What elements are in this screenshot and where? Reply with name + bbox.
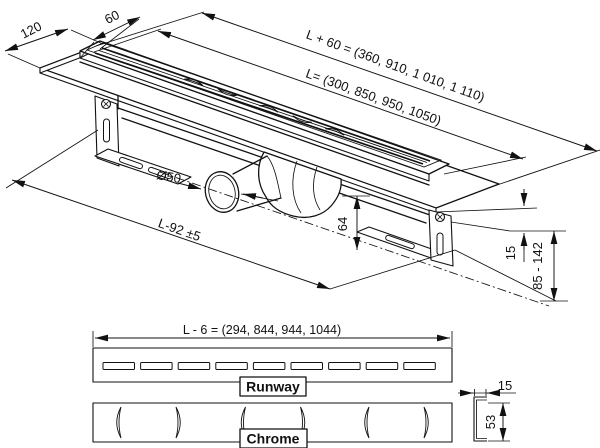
profile-section: [473, 396, 487, 442]
runway-label: Runway: [246, 379, 300, 395]
dim-trap-depth-label: 64: [335, 217, 350, 231]
dim-profile-flange-label: 15: [498, 378, 512, 393]
runway-slots: [102, 362, 436, 370]
main-isometric-view: 120 60 L + 60 = (360, 910, 1 010, 1 110)…: [4, 7, 600, 307]
dim-installation-height-label: 85 - 142: [530, 242, 545, 290]
dim-total-length-label: L + 60 = (360, 910, 1 010, 1 110): [304, 27, 487, 105]
edge-profile-view: 15 53: [458, 378, 516, 442]
dimension-trap-depth: 64: [335, 195, 370, 250]
chrome-label-box: [239, 428, 308, 448]
chrome-label: Chrome: [247, 431, 300, 447]
dim-outlet-diameter-label: Ø50: [155, 167, 182, 186]
dim-outlet-position-label: L-92 ±5: [156, 215, 202, 244]
grate-variants-view: L - 6 = (294, 844, 944, 1044) Runway: [92, 323, 453, 448]
dimension-rim-width: 60: [79, 7, 141, 59]
dimension-profile-height: 53: [483, 402, 510, 442]
runway-label-box: [239, 376, 307, 397]
dim-grate-length-label: L - 6 = (294, 844, 944, 1044): [183, 323, 341, 337]
dimension-edge-height: 15: [435, 189, 566, 262]
dimension-grate-length: L - 6 = (294, 844, 944, 1044): [92, 323, 453, 347]
right-wall-bracket: [356, 209, 454, 267]
runway-grate: Runway: [92, 347, 453, 397]
dimension-profile-flange: 15: [458, 378, 516, 397]
dim-rim-width-label: 60: [102, 7, 122, 27]
left-wall-bracket: [94, 95, 192, 185]
dimension-installation-height: 85 - 142: [530, 231, 568, 302]
dim-profile-height-label: 53: [483, 415, 498, 429]
outlet-pipe: [204, 171, 240, 213]
dim-edge-height-label: 15: [503, 246, 518, 260]
dim-plate-width-label: 120: [18, 18, 44, 41]
chrome-grate: Chrome: [92, 402, 453, 448]
